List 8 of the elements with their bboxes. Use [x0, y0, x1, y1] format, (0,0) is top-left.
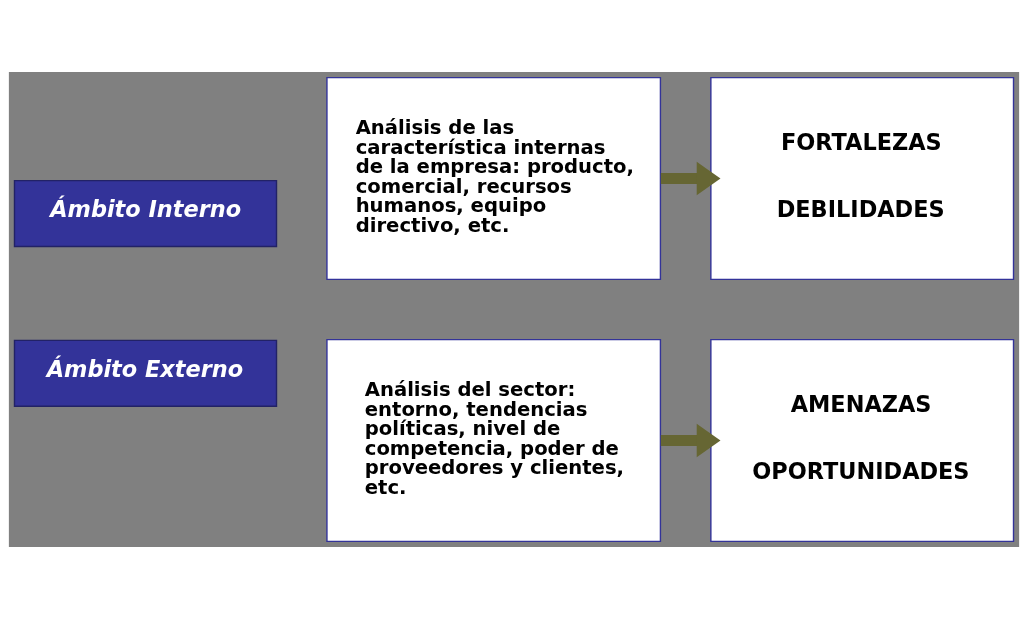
node-box: Análisis de las característica internas de la empresa: producto, comercial, recursos humanos, equipo directivo, etc.: [326, 76, 662, 281]
node-box: Análisis del sector: entorno, tendencias políticas, nivel de competencia, poder de proveedores y clientes, etc.: [326, 338, 662, 543]
arrow: [660, 161, 721, 196]
node-box: Ámbito Externo: [13, 339, 278, 407]
arrow: [660, 423, 721, 458]
node-box: Ámbito Interno: [13, 179, 278, 248]
node-box: FORTALEZAS DEBILIDADES: [710, 76, 1015, 281]
node-box: AMENAZAS OPORTUNIDADES: [710, 338, 1015, 543]
